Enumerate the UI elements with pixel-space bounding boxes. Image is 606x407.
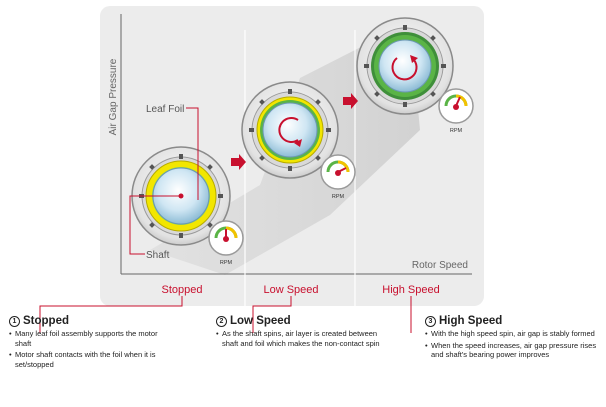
- note-bullet: When the speed increases, air gap pressu…: [425, 341, 597, 360]
- rpm-label: RPM: [450, 128, 463, 134]
- rotation-arrow-icon: [391, 57, 418, 81]
- step-number-badge: 1: [9, 316, 20, 327]
- stage-label-high-speed: High Speed: [382, 284, 440, 296]
- leader-stopped: [39, 296, 183, 333]
- rpm-gauge-low: RPM: [320, 154, 356, 200]
- note-low-speed: 2 Low Speed As the shaft spins, air laye…: [216, 314, 386, 350]
- arrow-right-icon: [231, 154, 246, 170]
- note-bullets: As the shaft spins, air layer is created…: [216, 329, 386, 348]
- note-high-speed: 3 High Speed With the high speed spin, a…: [425, 314, 597, 362]
- note-title: Stopped: [23, 314, 69, 327]
- note-bullets: Many leaf foil assembly supports the mot…: [9, 329, 169, 369]
- stage-label-stopped: Stopped: [161, 284, 203, 296]
- leader-low-speed: [252, 296, 292, 333]
- note-title: Low Speed: [230, 314, 291, 327]
- bearing-low-speed: [241, 81, 339, 179]
- note-bullet: Motor shaft contacts with the foil when …: [9, 350, 169, 369]
- bearing-high-speed: [356, 17, 454, 115]
- rpm-gauge-stopped: RPM: [208, 220, 244, 266]
- x-axis-label: Rotor Speed: [412, 260, 468, 271]
- note-bullet: With the high speed spin, air gap is sta…: [425, 329, 597, 339]
- y-axis-label: Air Gap Pressure: [108, 58, 119, 135]
- rotation-arrow-icon: [278, 117, 299, 143]
- stage-label-low-speed: Low Speed: [263, 284, 319, 296]
- rpm-label: RPM: [332, 194, 345, 200]
- rpm-gauge-high: RPM: [438, 88, 474, 134]
- note-bullets: With the high speed spin, air gap is sta…: [425, 329, 597, 360]
- note-stopped: 1 Stopped Many leaf foil assembly suppor…: [9, 314, 169, 371]
- shaft-label: Shaft: [146, 250, 170, 261]
- shaft-leader: [129, 195, 181, 255]
- rpm-label: RPM: [220, 260, 233, 266]
- note-bullet: As the shaft spins, air layer is created…: [216, 329, 386, 348]
- step-number-badge: 2: [216, 316, 227, 327]
- arrow-right-icon: [343, 93, 358, 109]
- note-bullet: Many leaf foil assembly supports the mot…: [9, 329, 169, 348]
- leaf-foil-label: Leaf Foil: [146, 104, 184, 115]
- note-title: High Speed: [439, 314, 503, 327]
- leaf-foil-leader: [186, 107, 199, 200]
- step-number-badge: 3: [425, 316, 436, 327]
